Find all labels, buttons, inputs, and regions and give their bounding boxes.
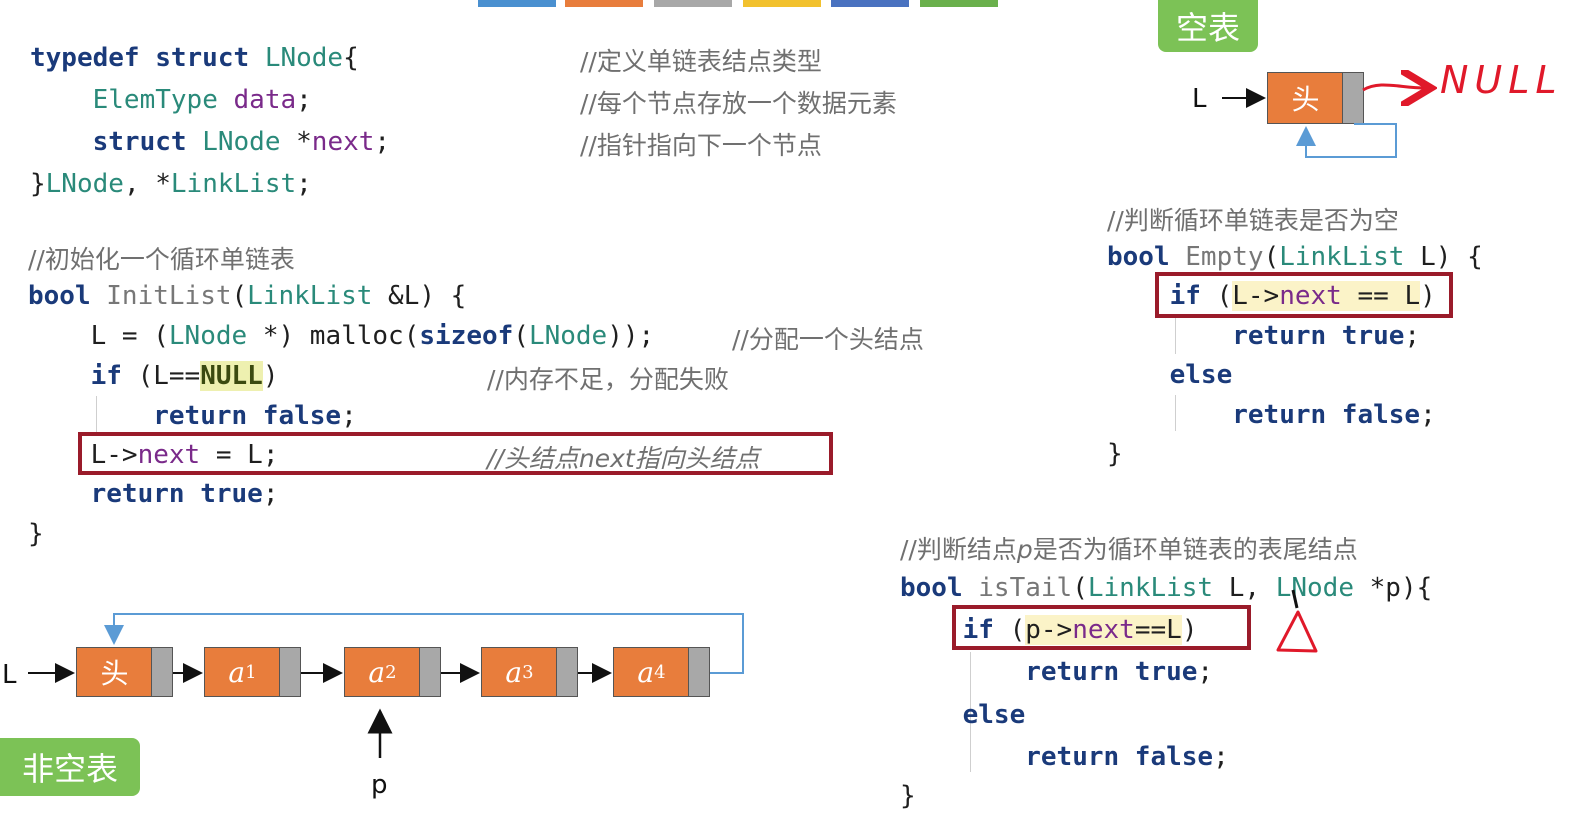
struct-line-3: struct LNode *next;	[92, 127, 391, 157]
pointer-field	[151, 648, 172, 696]
struct-line-1: typedef struct LNode{	[30, 43, 359, 73]
init-line-2: L = (LNode *) malloc(sizeof(LNode));	[28, 321, 655, 351]
pointer-field	[1342, 73, 1363, 123]
node-label: 头	[100, 657, 129, 690]
highlight-box-init	[78, 432, 833, 475]
tail-line-3: return true;	[1025, 657, 1214, 687]
struct-comment-1: //定义单链表结点类型	[580, 47, 822, 76]
struct-line-2: ElemType data;	[92, 85, 312, 115]
nonempty-list-bubble: 非空表	[0, 738, 140, 796]
self-loop-arrow	[1296, 123, 1397, 158]
pen-mark	[1291, 589, 1299, 609]
struct-name: LNode	[264, 43, 344, 73]
null-keyword: NULL	[200, 361, 263, 391]
empty-list-pointer-label: L	[1192, 84, 1207, 114]
tab-bar-blue	[478, 0, 556, 7]
list-node-head: 头	[76, 647, 173, 697]
tail-line-5: return false;	[1025, 742, 1229, 772]
empty-line-6: }	[1107, 439, 1123, 469]
tail-comment: //判断结点p是否为循环单链表的表尾结点	[900, 535, 1358, 564]
tab-bar-orange	[565, 0, 643, 7]
init-line-2-comment: //分配一个头结点	[732, 325, 924, 354]
nonempty-pointer-label: L	[2, 660, 17, 690]
init-line-5: L->next = L;	[28, 440, 279, 470]
tab-bar-darkblue	[831, 0, 909, 7]
tail-line-2: if (p->next==L)	[962, 615, 1198, 645]
tab-bar-yellow	[743, 0, 821, 7]
highlight-box-tail	[952, 605, 1251, 650]
tail-line-4: else	[962, 700, 1026, 730]
tail-line-6: }	[900, 781, 916, 811]
empty-line-5: return false;	[1232, 400, 1436, 430]
tab-bar-green	[920, 0, 998, 7]
empty-list-bubble: 空表	[1158, 0, 1258, 52]
triangle-annotation	[1276, 610, 1318, 653]
hand-annotations	[1276, 589, 1318, 653]
struct-line-4: }LNode, *LinkList;	[30, 169, 312, 199]
empty-line-1: bool Empty(LinkList L) {	[1107, 242, 1483, 272]
init-line-5-comment: //头结点next指向头结点	[487, 444, 760, 473]
init-line-4: return false;	[153, 401, 357, 431]
init-line-3: if (L==NULL)	[90, 361, 279, 391]
init-comment: //初始化一个循环单链表	[28, 245, 295, 274]
init-line-6: return true;	[90, 479, 279, 509]
pointer-field	[688, 648, 709, 696]
p-pointer-label: p	[371, 770, 388, 800]
indent-guide	[970, 652, 971, 772]
empty-list-head-node: 头	[1267, 72, 1364, 124]
null-arrow	[1362, 85, 1425, 90]
init-line-1: bool InitList(LinkList &L) {	[28, 281, 467, 311]
empty-line-2: if (L->next == L)	[1169, 281, 1436, 311]
empty-comment: //判断循环单链表是否为空	[1107, 206, 1399, 235]
pointer-field	[556, 648, 577, 696]
empty-line-4: else	[1169, 360, 1233, 390]
empty-line-3: return true;	[1232, 321, 1421, 351]
init-line-7: }	[28, 519, 44, 549]
pointer-field	[419, 648, 440, 696]
struct-comment-3: //指针指向下一个节点	[580, 131, 822, 160]
indent-guide	[1175, 395, 1176, 431]
struct-comment-2: //每个节点存放一个数据元素	[580, 89, 897, 118]
tail-line-1: bool isTail(LinkList L, LNode *p){	[900, 573, 1433, 603]
init-line-3-comment: //内存不足，分配失败	[487, 365, 729, 394]
pointer-field	[279, 648, 300, 696]
tab-bar-gray	[654, 0, 732, 7]
head-node-label: 头	[1291, 83, 1320, 116]
null-annotation: NULL	[1440, 58, 1563, 102]
nonempty-list-arrows	[28, 613, 744, 758]
indent-guide	[1175, 318, 1176, 354]
empty-list-arrows	[1222, 85, 1425, 158]
indent-guide	[96, 396, 97, 436]
highlight-box-empty	[1155, 272, 1453, 318]
tail-loop-arrow	[104, 613, 744, 674]
